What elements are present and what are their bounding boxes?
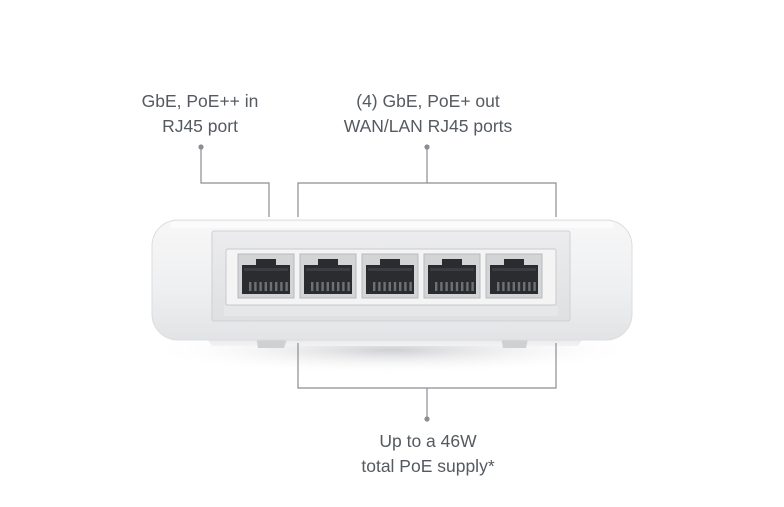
rj45-port [361,253,419,299]
callout-poe-out: (4) GbE, PoE+ out WAN/LAN RJ45 ports [298,89,558,139]
leader-dot-supply [424,416,430,422]
callout-poe-in-line2: RJ45 port [162,116,238,136]
leader-dot-poe-in [198,144,204,150]
callout-poe-out-line2: WAN/LAN RJ45 ports [343,116,513,136]
leader-dot-poe-out [424,144,430,150]
housing-top-highlight [170,222,614,228]
leader-line-poe-in [200,147,270,217]
rj45-port [299,253,357,299]
leader-line-poe-out [297,182,557,217]
callout-supply-line2: total PoE supply* [361,456,495,476]
callout-supply-line1: Up to a 46W [379,431,477,451]
rj45-port [485,253,543,299]
callout-supply: Up to a 46W total PoE supply* [320,429,536,479]
callout-poe-in-line1: GbE, PoE++ in [141,91,259,111]
callout-poe-in: GbE, PoE++ in RJ45 port [110,89,290,139]
callout-poe-out-line1: (4) GbE, PoE+ out [356,91,500,111]
panel-lip [224,306,558,316]
leader-lines [200,147,557,419]
rj45-port [423,253,481,299]
rj45-ports [237,253,543,299]
rj45-port [237,253,295,299]
leader-dots [198,144,430,422]
